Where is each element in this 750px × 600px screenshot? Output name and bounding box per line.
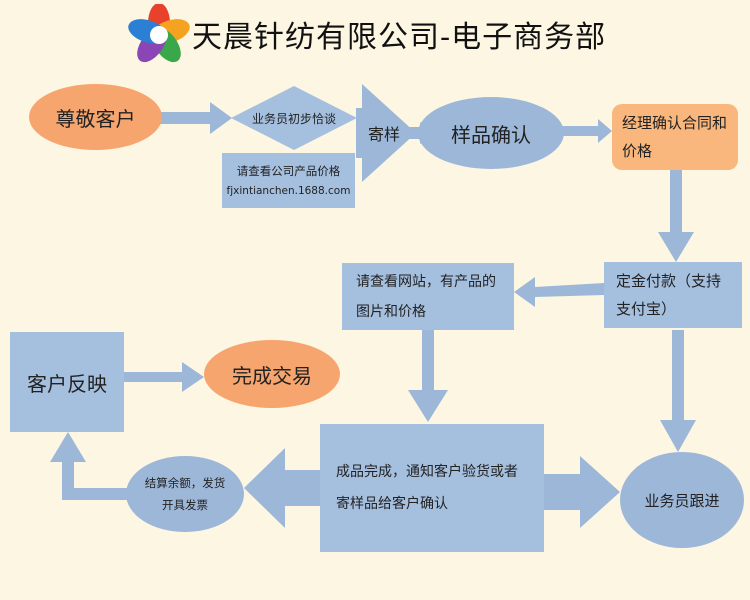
node-manager-confirm: 经理确认合同和价格 <box>612 104 738 170</box>
node-send-sample: 寄样 <box>360 118 408 148</box>
node-settle-label: 结算余额，发货开具发票 <box>144 476 226 512</box>
arrow-confirm-to-manager <box>562 119 612 143</box>
website-url[interactable]: fjxintianchen.1688.com <box>226 184 351 197</box>
arrow-settle-to-feedback <box>50 432 128 500</box>
arrow-goods-to-followup <box>544 456 620 528</box>
node-send-sample-label: 寄样 <box>367 125 400 144</box>
arrow-customer-to-talk <box>160 102 232 134</box>
page-title: 天晨针纺有限公司-电子商务部 <box>192 20 607 55</box>
arrow-deposit-to-followup <box>660 330 696 452</box>
node-check-price-label: 请查看公司产品价格 <box>236 163 341 178</box>
node-sample-confirm: 样品确认 <box>418 97 564 169</box>
node-check-price: 请查看公司产品价格 fjxintianchen.1688.com <box>222 153 355 208</box>
node-finished-goods: 成品完成，通知客户验货或者寄样品给客户确认 <box>320 424 544 552</box>
node-customer-label: 尊敬客户 <box>55 106 136 131</box>
node-followup-label: 业务员跟进 <box>644 491 720 510</box>
node-deal-done: 完成交易 <box>204 340 340 408</box>
arrow-manager-to-deposit <box>658 170 694 262</box>
node-followup: 业务员跟进 <box>620 452 744 548</box>
node-deposit-label: 定金付款（支持支付宝） <box>616 272 722 318</box>
node-initial-talk-shape <box>231 86 357 150</box>
arrow-talk-to-sample <box>356 84 416 182</box>
node-initial-talk: 业务员初步恰谈 <box>229 84 359 152</box>
node-deal-done-label: 完成交易 <box>232 363 312 388</box>
node-finished-goods-label: 成品完成，通知客户验货或者寄样品给客户确认 <box>336 464 518 512</box>
node-initial-talk-label: 业务员初步恰谈 <box>251 111 336 126</box>
node-view-site-label: 请查看网站，有产品的图片和价格 <box>356 273 496 320</box>
node-view-site: 请查看网站，有产品的图片和价格 <box>342 263 514 330</box>
arrow-goods-to-settle <box>244 448 320 528</box>
arrow-site-to-goods <box>408 330 448 422</box>
node-customer-feedback-label: 客户反映 <box>27 371 107 396</box>
node-customer-feedback: 客户反映 <box>10 332 124 432</box>
node-manager-confirm-label: 经理确认合同和价格 <box>622 114 728 160</box>
company-logo-icon <box>128 4 190 63</box>
arrow-deposit-to-site <box>514 277 604 307</box>
node-sample-confirm-label: 样品确认 <box>451 122 531 147</box>
arrow-feedback-to-done <box>124 362 204 392</box>
node-settle: 结算余额，发货开具发票 <box>126 456 244 532</box>
node-customer: 尊敬客户 <box>29 84 162 150</box>
node-deposit: 定金付款（支持支付宝） <box>604 262 742 328</box>
